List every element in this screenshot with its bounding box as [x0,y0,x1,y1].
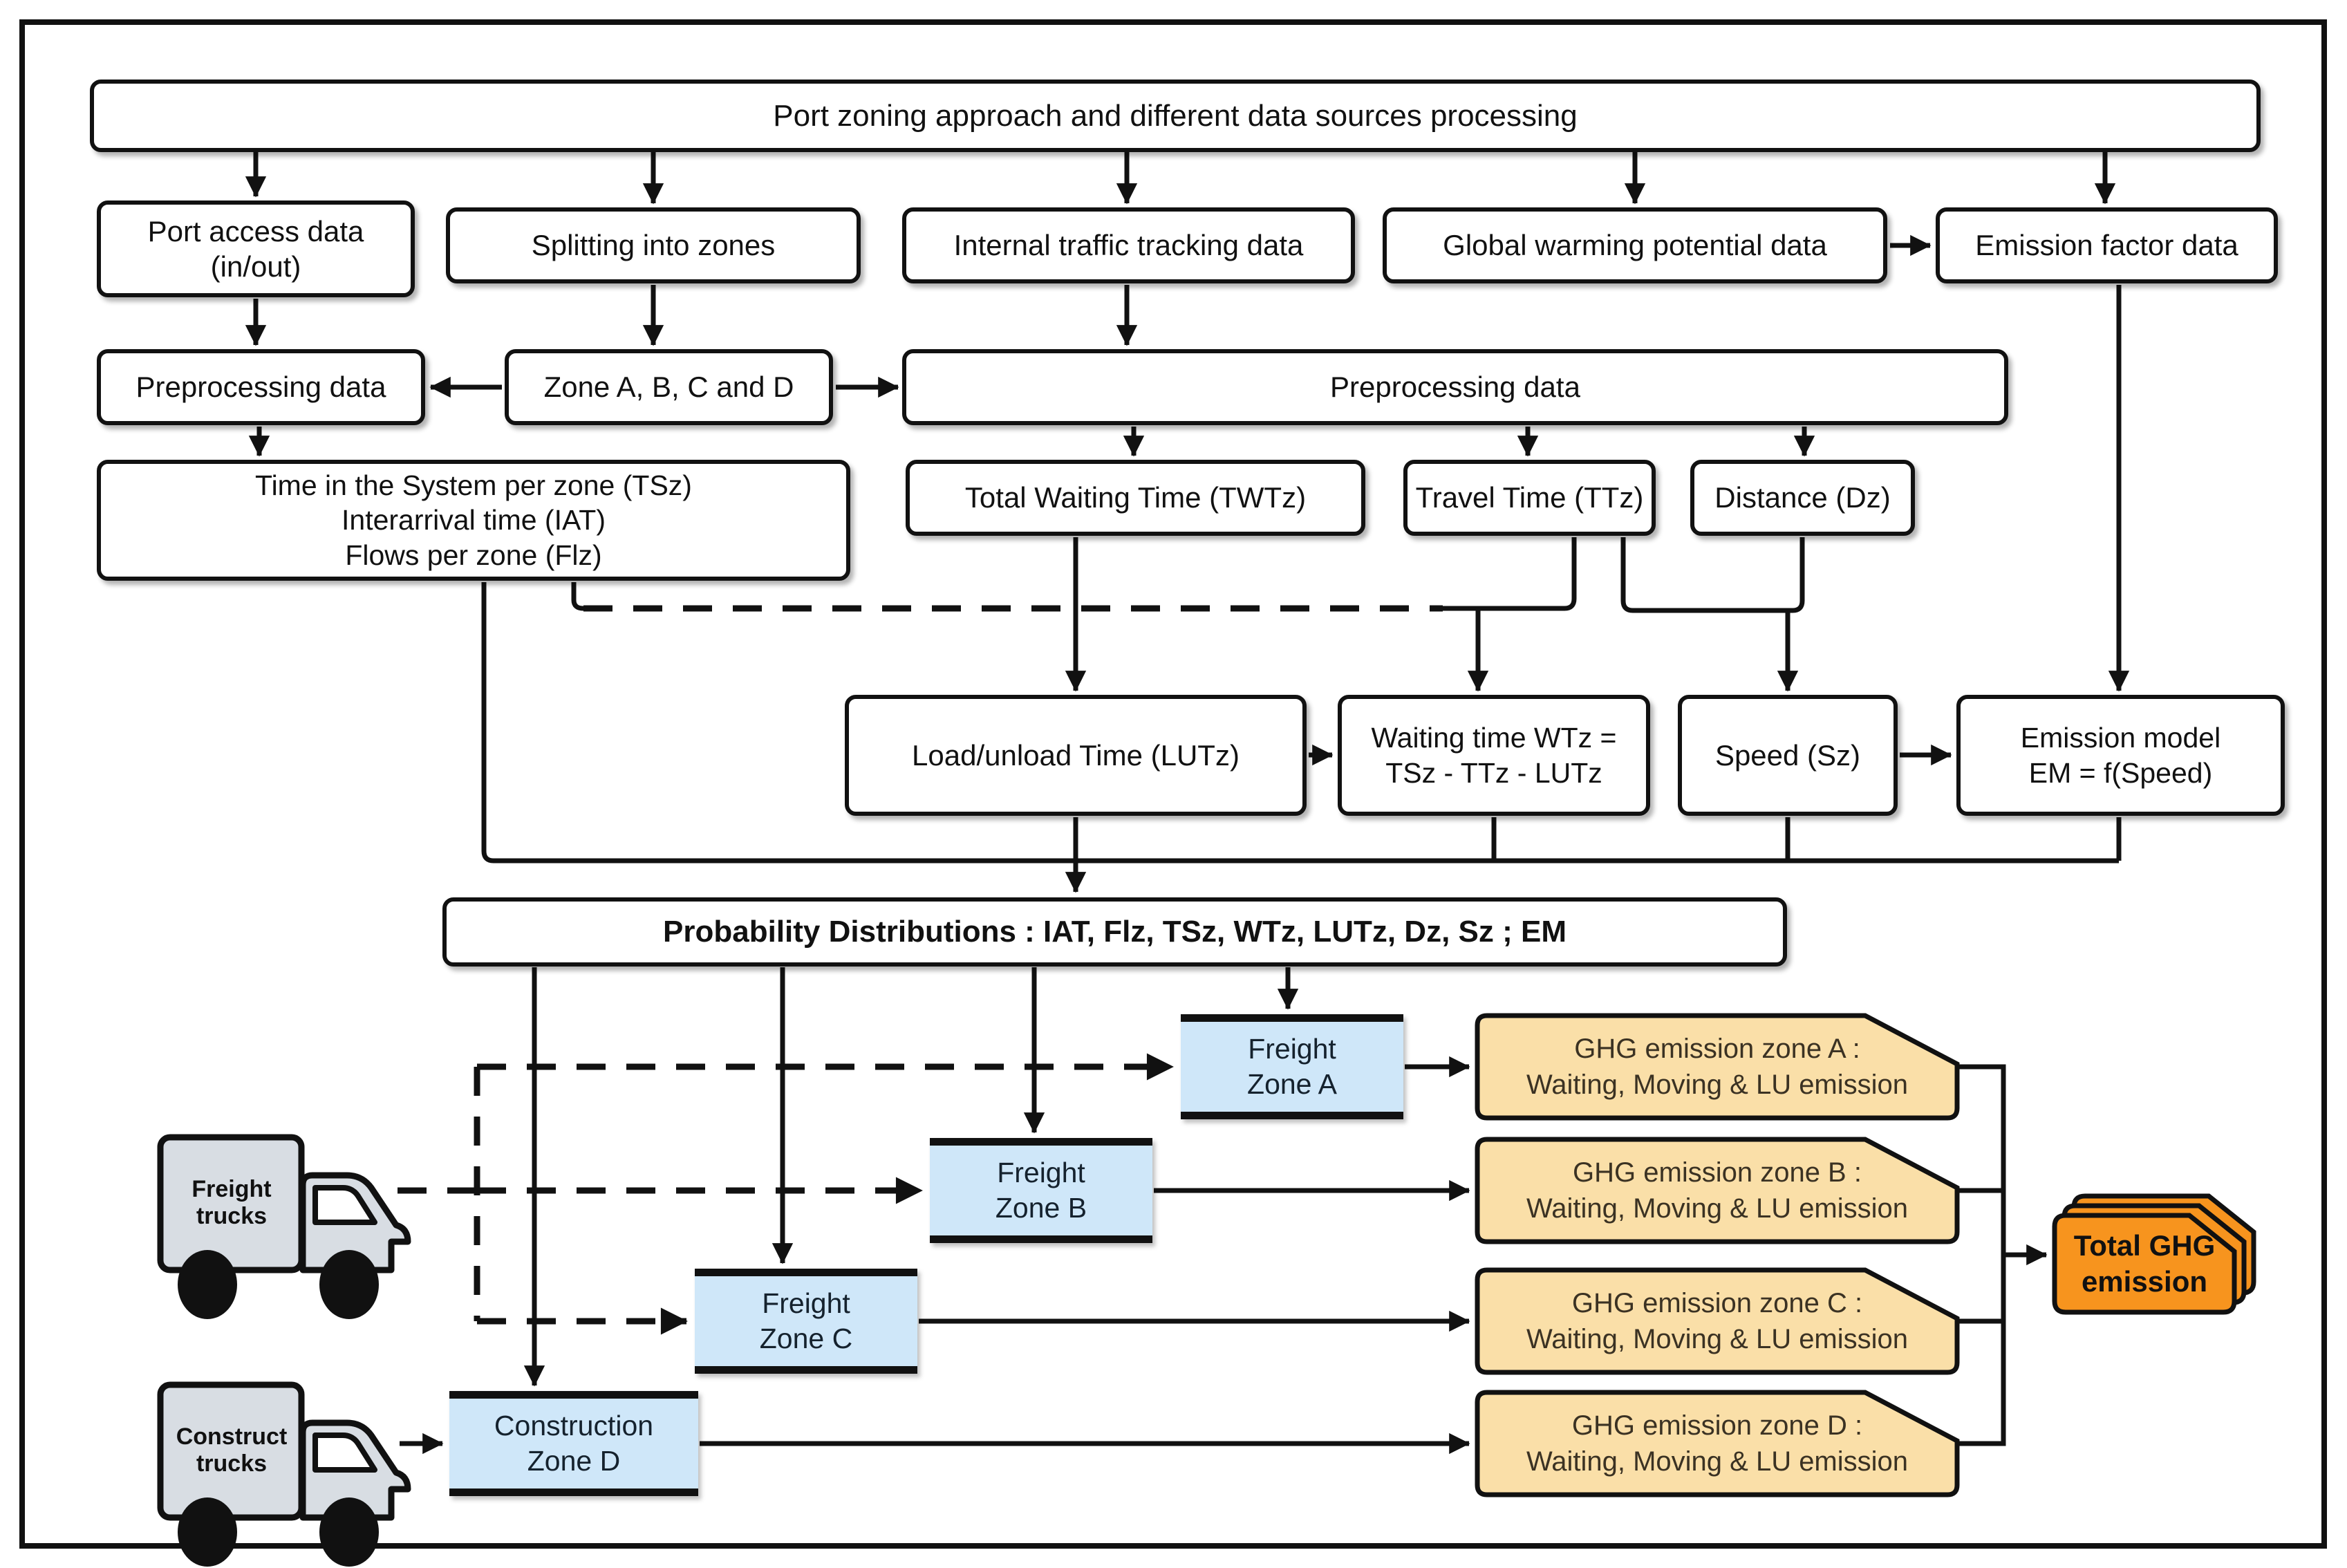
total-ghg-line1: Total GHG [2073,1229,2216,1262]
freight-trucks-label: Freight trucks [166,1148,297,1258]
diagram-border [19,19,2327,1549]
connectors-zones-to-ghg [400,1056,2048,1455]
node-internal-traffic-tracking: Internal traffic tracking data [902,207,1355,283]
zone-c-label-line2: Zone C [759,1323,853,1354]
ghg-zone-b-label: GHG emission zone B : Waiting, Moving & … [1477,1145,1957,1236]
zone-d-label-line2: Zone D [527,1445,621,1477]
zone-abcd-label: Zone A, B, C and D [543,371,794,404]
ghg-a-line1: GHG emission zone A : [1574,1034,1860,1064]
zone-a-label-line1: Freight [1248,1032,1336,1065]
connectors-metrics-derived [571,537,1952,766]
zone-a-label-line2: Zone A [1247,1068,1337,1100]
flz-label: Flows per zone (Flz) [345,539,602,571]
zone-c-label-line1: Freight [762,1287,850,1319]
ghg-zone-a-label: GHG emission zone A : Waiting, Moving & … [1477,1021,1957,1112]
tsz-label: Time in the System per zone (TSz) [255,469,692,502]
connectors-row2-row3 [245,234,2130,692]
node-distance: Distance (Dz) [1690,460,1915,536]
title-label: Port zoning approach and different data … [773,98,1578,133]
ttz-label: Travel Time (TTz) [1415,481,1644,514]
freight-trucks-line2: trucks [196,1203,268,1229]
zone-b-label-line1: Freight [997,1156,1085,1188]
construct-trucks-line2: trucks [196,1450,268,1477]
node-splitting-into-zones: Splitting into zones [446,207,861,283]
node-freight-zone-b: Freight Zone B [930,1138,1152,1243]
zone-d-label-line1: Construction [494,1409,654,1441]
internal-traffic-label: Internal traffic tracking data [953,229,1304,262]
ghg-d-line1: GHG emission zone D : [1571,1410,1863,1441]
wtz-label-line2: TSz - TTz - LUTz [1385,756,1602,789]
construct-trucks-label: Construct trucks [166,1395,297,1506]
node-speed: Speed (Sz) [1678,695,1898,816]
node-construction-zone-d: Construction Zone D [449,1391,698,1496]
connectors-collector [481,582,2122,893]
iat-label: Interarrival time (IAT) [342,504,606,536]
connectors-probability-to-zones [523,967,1299,1387]
node-preprocessing-main: Preprocessing data [902,349,2008,425]
total-ghg-emission-label: Total GHG emission [2055,1218,2234,1309]
splitting-label: Splitting into zones [531,229,776,262]
node-zone-abcd: Zone A, B, C and D [505,349,833,425]
ghg-c-line2: Waiting, Moving & LU emission [1526,1324,1909,1354]
node-emission-factor-data: Emission factor data [1936,207,2278,283]
node-tsz-iat-flz: Time in the System per zone (TSz) Intera… [97,460,850,581]
ghg-b-line1: GHG emission zone B : [1573,1157,1862,1188]
node-emission-model: Emission model EM = f(Speed) [1956,695,2285,816]
wtz-label-line1: Waiting time WTz = [1371,722,1617,754]
ghg-zone-d-label: GHG emission zone D : Waiting, Moving & … [1477,1398,1957,1489]
node-waiting-time-wtz: Waiting time WTz = TSz - TTz - LUTz [1338,695,1650,816]
lutz-label: Load/unload Time (LUTz) [912,738,1240,772]
node-load-unload-time: Load/unload Time (LUTz) [845,695,1307,816]
connectors-freight-truck-dashed [398,1053,1174,1335]
node-preprocessing-left: Preprocessing data [97,349,425,425]
emission-model-label-line2: EM = f(Speed) [2028,756,2213,789]
speed-label: Speed (Sz) [1714,738,1861,772]
connectors-title-to-sources [245,152,2116,205]
probability-label: Probability Distributions : IAT, Flz, TS… [663,915,1567,949]
node-global-warming-potential: Global warming potential data [1383,207,1887,283]
gwp-label: Global warming potential data [1443,229,1827,262]
total-ghg-stack-icon [2052,1193,2256,1315]
node-freight-zone-c: Freight Zone C [695,1269,917,1374]
preprocessing-left-label: Preprocessing data [135,371,386,404]
node-probability-distributions: Probability Distributions : IAT, Flz, TS… [442,897,1787,967]
port-access-label: Port access data (in/out) [147,214,364,283]
freight-truck-icon [157,1134,411,1319]
freight-trucks-line1: Freight [191,1175,272,1202]
zone-b-label-line2: Zone B [995,1192,1087,1224]
ghg-tag-shapes [1475,1013,1960,1497]
dz-label: Distance (Dz) [1714,481,1891,514]
node-total-waiting-time: Total Waiting Time (TWTz) [906,460,1365,536]
ghg-b-line2: Waiting, Moving & LU emission [1526,1193,1909,1224]
twtz-label: Total Waiting Time (TWTz) [964,481,1307,514]
node-freight-zone-a: Freight Zone A [1181,1014,1403,1119]
ghg-a-line2: Waiting, Moving & LU emission [1526,1070,1909,1100]
ghg-c-line1: GHG emission zone C : [1571,1288,1863,1318]
emission-model-label-line1: Emission model [2020,722,2221,754]
emission-factor-label: Emission factor data [1975,229,2238,262]
construction-truck-icon [157,1381,411,1567]
title-box: Port zoning approach and different data … [90,80,2261,152]
construct-trucks-line1: Construct [176,1423,288,1450]
node-port-access-data: Port access data (in/out) [97,200,415,297]
node-travel-time: Travel Time (TTz) [1403,460,1656,536]
total-ghg-line2: emission [2081,1265,2208,1298]
ghg-d-line2: Waiting, Moving & LU emission [1526,1446,1909,1477]
ghg-zone-c-label: GHG emission zone C : Waiting, Moving & … [1477,1276,1957,1367]
preprocessing-main-label: Preprocessing data [1330,371,1580,404]
